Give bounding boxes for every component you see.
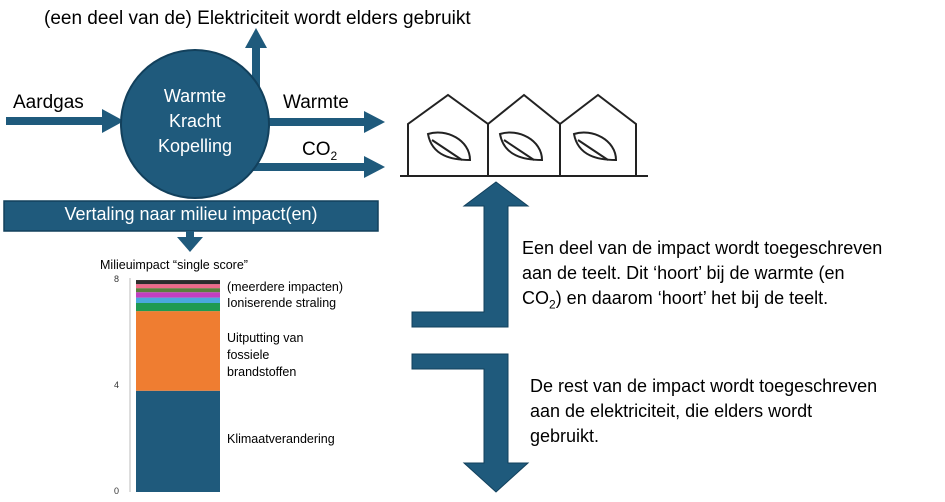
heat-output-label: Warmte: [283, 92, 349, 113]
co2-main: CO: [302, 139, 331, 160]
chart-title: Milieuimpact “single score”: [100, 258, 248, 272]
input-label-gas: Aardgas: [13, 92, 84, 113]
co2-output-label: CO2: [302, 139, 337, 163]
arrow-heat-out: [262, 111, 385, 133]
leaf-icon: [426, 131, 472, 162]
allocation-crop-paragraph: Een deel van de impact wordt toegeschrev…: [522, 236, 882, 318]
leaf-icon: [498, 131, 544, 162]
chp-circle: [120, 49, 270, 199]
arrow-co2-out: [240, 156, 385, 178]
bar-segment-klimaatverandering: [136, 390, 220, 492]
electricity-elsewhere-text: (een deel van de) Elektriciteit wordt el…: [44, 8, 471, 29]
co2-main: CO: [522, 288, 549, 308]
segment-label-line: brandstoffen: [227, 365, 297, 379]
paragraph-line: gebruikt.: [530, 426, 600, 446]
paragraph-text: ) en daarom ‘hoort’ het bij de teelt.: [555, 288, 829, 308]
chp-label-line: Kopelling: [157, 136, 233, 156]
bar-segment-impact-5: [136, 288, 220, 293]
paragraph-line: CO2) en daarom ‘hoort’ het bij de teelt.: [522, 286, 882, 318]
bar-segment-impact-3: [136, 297, 220, 303]
leaf-icon: [572, 131, 618, 162]
allocation-electricity-paragraph: De rest van de impact wordt toegeschreve…: [530, 374, 877, 449]
arrow-banner-down: [177, 231, 203, 252]
segment-label-ionizing: Ioniserende straling: [227, 296, 337, 310]
bar-segment-uitputting-van-fossiele-brandstoffen: [136, 311, 220, 391]
greenhouse-icon: [400, 93, 648, 177]
arrow-gas-in: [6, 109, 124, 133]
bar-segment-ioniserende-straling: [136, 303, 220, 312]
arrow-allocation-down: [411, 353, 530, 493]
y-tick-label: 0: [114, 486, 120, 496]
stacked-bar: [136, 280, 220, 492]
segment-label-multi: (meerdere impacten): [227, 280, 344, 294]
chp-label: Warmte Kracht Kopelling: [136, 84, 254, 159]
paragraph-line: De rest van de impact wordt toegeschreve…: [530, 376, 878, 396]
arrow-electricity-up: [245, 28, 267, 88]
arrow-allocation-up: [411, 181, 530, 328]
y-tick-label: 4: [114, 380, 120, 390]
paragraph-line: Een deel van de impact wordt toegeschrev…: [522, 238, 883, 258]
paragraph-line: aan de teelt. Dit ‘hoort’ bij de warmte …: [522, 263, 845, 283]
co2-subscript: 2: [549, 297, 556, 312]
co2-subscript: 2: [330, 148, 338, 163]
bar-segment-impact-4: [136, 292, 220, 298]
segment-label-line: Uitputting van: [227, 331, 304, 345]
chp-label-line: Warmte: [163, 86, 227, 106]
y-tick-label: 8: [114, 274, 120, 284]
paragraph-line: aan de elektriciteit, die elders wordt: [530, 401, 813, 421]
chp-label-line: Kracht: [168, 111, 222, 131]
banner-text: Vertaling naar milieu impact(en): [64, 204, 318, 224]
bar-segment-impact-6: [136, 284, 220, 289]
bar-segment-impact-7: [136, 280, 220, 285]
segment-label-fossil: Uitputting van fossiele brandstoffen: [227, 330, 303, 381]
segment-label-climate: Klimaatverandering: [227, 432, 335, 446]
segment-label-line: fossiele: [227, 348, 270, 362]
